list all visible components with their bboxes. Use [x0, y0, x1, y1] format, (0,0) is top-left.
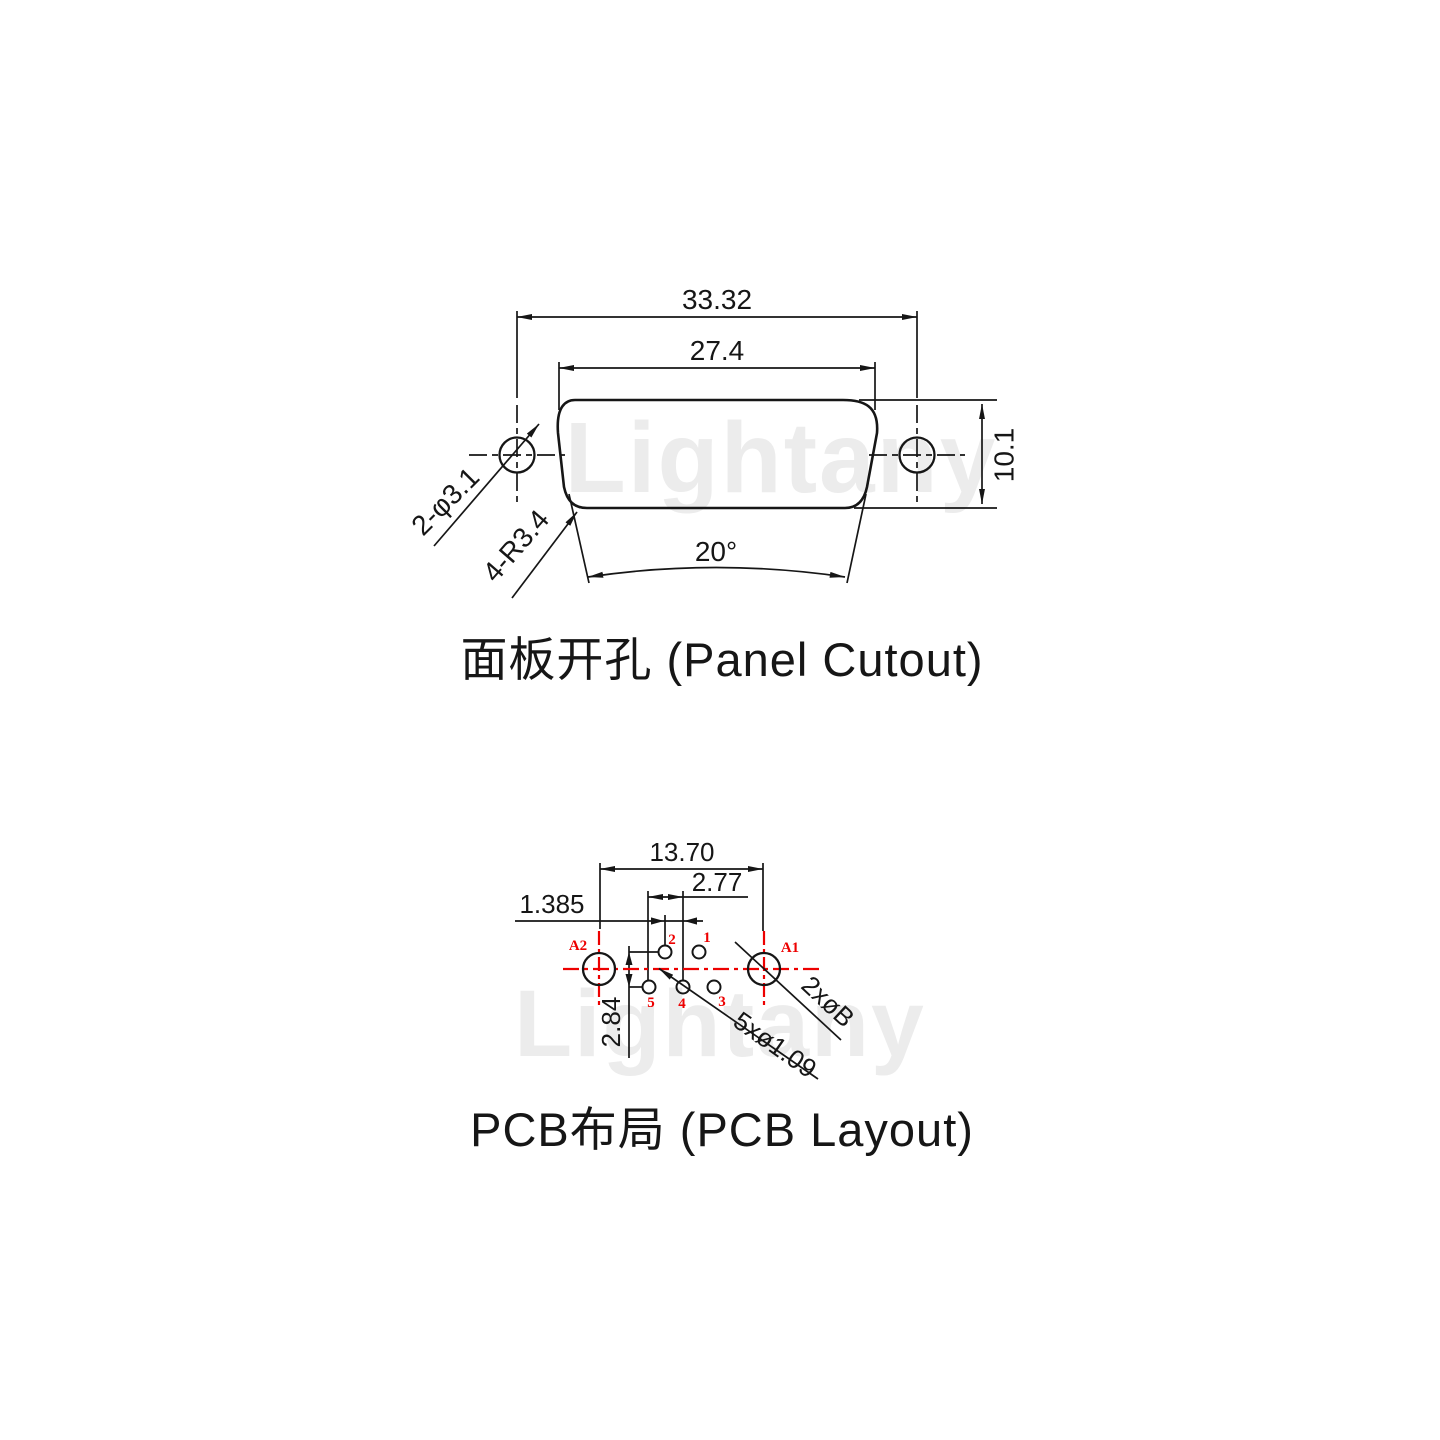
pin-2: [657, 944, 673, 960]
pin-3: [706, 979, 722, 995]
leader-line-mount-holes: [433, 423, 540, 547]
hole-a1: [746, 951, 782, 987]
leader-line-small-holes: [658, 967, 819, 1080]
left-mount-hole: [498, 436, 536, 474]
dim-text-angle: 20°: [695, 536, 737, 567]
pin-4: [675, 979, 691, 995]
label-pin-2: 2: [668, 932, 676, 948]
label-pin-4: 4: [678, 996, 686, 1012]
panel-cutout-caption: 面板开孔 (Panel Cutout): [460, 633, 983, 686]
label-corner-radius: 4-R3.4: [477, 504, 556, 588]
right-mount-hole: [898, 436, 936, 474]
pin-5: [641, 979, 657, 995]
dim-text-cutout-width: 27.4: [690, 335, 745, 366]
arrow-offset-left: [651, 917, 664, 925]
dsub-cutout-outline: [556, 398, 879, 510]
watermark-top: Lightany: [565, 402, 998, 514]
dim-text-pin-offset: 1.385: [519, 889, 584, 919]
dim-text-row-spacing: 2.84: [596, 997, 626, 1048]
dim-text-mount-span: 13.70: [649, 837, 714, 867]
side-ext-line-left: [568, 493, 590, 584]
watermark-bottom: Lightany: [514, 971, 926, 1077]
angle-arc: [587, 566, 846, 578]
label-pin-1: 1: [703, 930, 711, 946]
side-ext-line-right: [846, 493, 867, 584]
hole-a2: [581, 951, 617, 987]
arrow-offset-right: [684, 917, 697, 925]
panel-cutout-drawing: 33.32 27.4 10.1 2-φ3.1 4-R3.4 20° 面板开孔: [405, 284, 1019, 686]
arrow-row-up: [625, 952, 633, 965]
dim-text-pin-pitch: 2.77: [692, 867, 743, 897]
arrow-row-down: [625, 974, 633, 987]
label-pin-3: 3: [718, 994, 726, 1010]
leader-line-corner-radius: [511, 511, 578, 599]
dim-text-outer-width: 33.32: [682, 284, 752, 315]
pin-1: [691, 944, 707, 960]
pcb-layout-drawing: 13.70 2.77 1.385 2.84 A2: [470, 837, 974, 1156]
dim-text-height: 10.1: [988, 428, 1019, 483]
leader-line-mount-holes-pcb: [734, 941, 842, 1041]
label-pin-5: 5: [647, 995, 655, 1011]
label-a2: A2: [569, 938, 587, 954]
label-a1: A1: [781, 940, 799, 956]
pcb-layout-caption: PCB布局 (PCB Layout): [470, 1103, 974, 1156]
